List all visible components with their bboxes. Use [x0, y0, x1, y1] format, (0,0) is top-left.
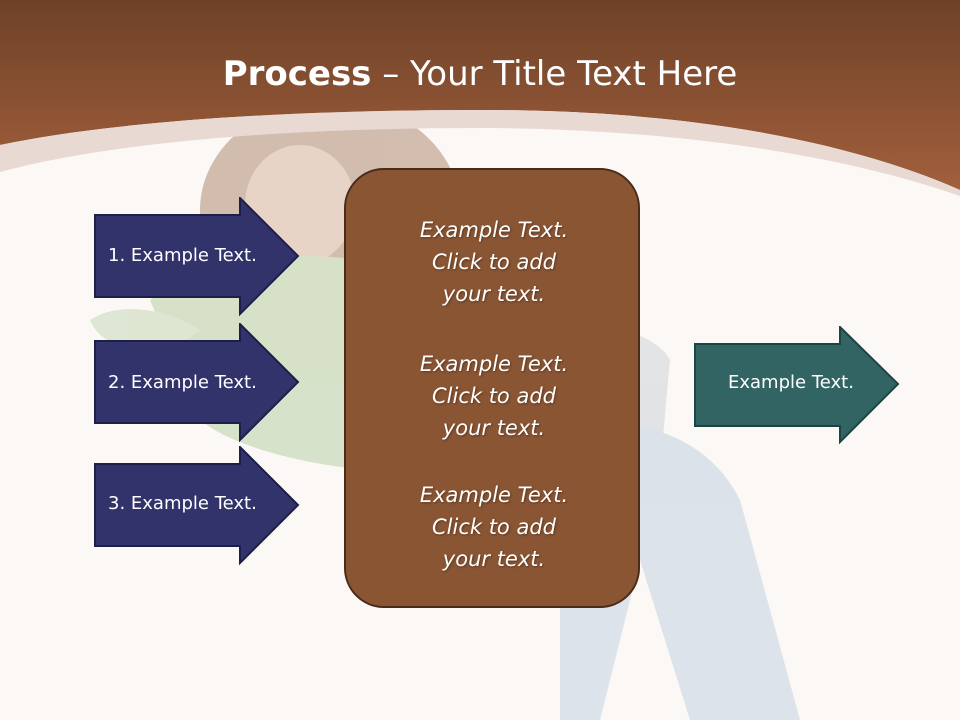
center-text-block-1[interactable]: Example Text. Click to add your text. [419, 218, 569, 306]
header-band [0, 0, 960, 190]
left-arrow-2[interactable] [94, 323, 300, 443]
center-text-block-3[interactable]: Example Text. Click to add your text. [419, 483, 569, 571]
right-arrow[interactable] [694, 326, 900, 446]
left-arrow-1[interactable] [94, 197, 300, 317]
header-swoosh [0, 110, 960, 196]
right-arrow-label: Example Text. [728, 372, 854, 393]
left-arrow-label-3: 3. Example Text. [108, 493, 257, 514]
title-bold: Process [222, 54, 372, 94]
title-rest: – Your Title Text Here [371, 54, 738, 94]
left-arrow-label-2: 2. Example Text. [108, 372, 257, 393]
center-content-box[interactable]: Example Text. Click to add your text. Ex… [344, 168, 640, 608]
left-arrow-3[interactable] [94, 446, 300, 566]
slide-title[interactable]: Process – Your Title Text Here [0, 52, 960, 96]
left-arrow-label-1: 1. Example Text. [108, 245, 257, 266]
center-text-block-2[interactable]: Example Text. Click to add your text. [419, 352, 569, 440]
